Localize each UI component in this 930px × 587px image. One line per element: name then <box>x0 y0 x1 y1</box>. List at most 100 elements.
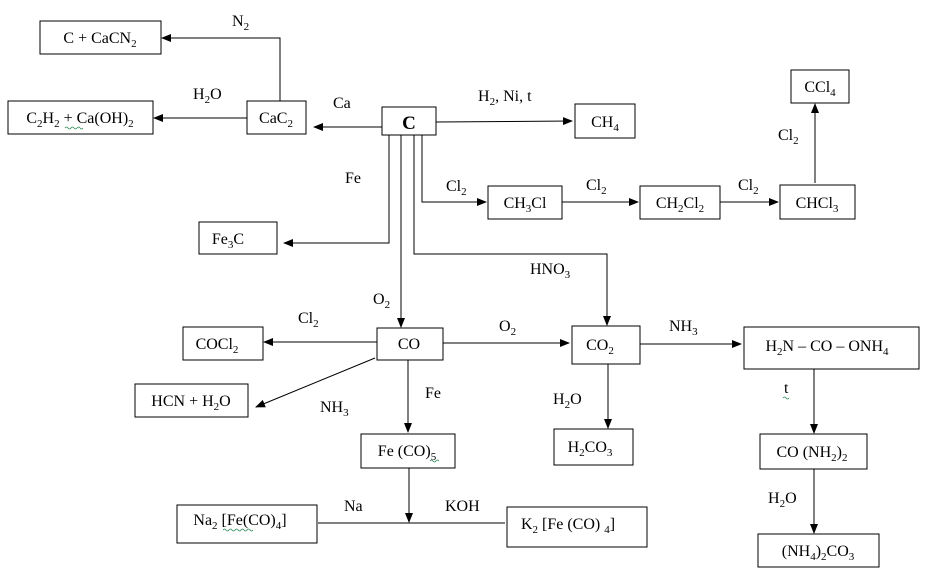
formula-subscript: 2 <box>793 135 799 147</box>
formula-subscript: 2 <box>212 520 218 532</box>
formula-text: H <box>43 110 55 127</box>
node-cocl2-box <box>182 326 264 361</box>
formula-text: K <box>521 516 533 533</box>
formula-text: N <box>232 13 244 30</box>
formula-subscript: 2 <box>608 345 614 357</box>
formula-subscript: 2 <box>678 203 684 215</box>
formula-subscript: 2 <box>753 185 759 197</box>
node-chcl3: CHCl3 <box>796 195 839 215</box>
formula-subscript: 3 <box>343 407 349 419</box>
arrow-to-fe3c <box>283 135 390 247</box>
formula-subscript: 4 <box>810 551 816 563</box>
formula-text: O <box>785 490 797 507</box>
formula-text: CaC <box>259 110 287 127</box>
label-n2: N2 <box>232 13 249 33</box>
label-hno3: HNO3 <box>530 261 571 281</box>
node-ch2cl2-box <box>639 185 721 220</box>
formula-subscript: 2 <box>780 498 786 510</box>
formula-text: KOH <box>445 498 480 515</box>
formula-text: (NH <box>782 543 811 560</box>
spellcheck-underlines <box>64 126 790 532</box>
formula-text: Fe <box>345 170 361 187</box>
arrow-to-hcn <box>255 357 376 408</box>
formula-text: HNO <box>530 261 565 278</box>
formula-subscript: 2 <box>37 118 43 130</box>
formula-text: O <box>499 318 511 335</box>
formula-text: O <box>570 391 582 408</box>
node-urea-box <box>759 433 868 470</box>
node-cac2-box <box>246 100 307 135</box>
formula-text: ] <box>281 512 286 529</box>
formula-subscript: 2 <box>205 94 211 106</box>
formula-text: CH <box>656 195 679 212</box>
label-cl2-a: Cl2 <box>446 178 467 198</box>
node-h2co3: H2CO3 <box>568 439 613 459</box>
formula-text: Cl <box>446 178 462 195</box>
formula-text: C <box>26 110 37 127</box>
formula-text: CO <box>585 439 607 456</box>
squiggle-t <box>782 396 790 400</box>
label-h2-ni-t: H2, Ni, t <box>478 88 532 108</box>
formula-text: Na <box>193 512 212 529</box>
formula-text: C + CaCN <box>63 30 131 47</box>
formula-subscript: 2 <box>601 185 607 197</box>
formula-text: Cl <box>738 177 754 194</box>
label-nh3-right: NH3 <box>669 318 698 338</box>
node-co: CO <box>398 336 420 353</box>
formula-text: COCl <box>196 336 234 353</box>
label-cl2-cocl2: Cl2 <box>298 310 319 330</box>
formula-subscript: 2 <box>699 203 705 215</box>
label-cl2-c: Cl2 <box>738 177 759 197</box>
label-fe-mid: Fe <box>425 385 441 402</box>
formula-text: CH <box>504 195 527 212</box>
node-c-box <box>381 106 437 136</box>
arrow-to-c-cacn2 <box>161 34 281 105</box>
label-ca: Ca <box>333 95 351 112</box>
formula-subscript: 4 <box>276 520 282 532</box>
node-fe-co5-box <box>360 433 456 469</box>
node-chcl3-box <box>779 184 856 220</box>
node-na2-fe-co4: Na2 [Fe(CO)4] <box>193 512 286 532</box>
formula-subscript: 2 <box>54 118 60 130</box>
label-cl2-b: Cl2 <box>586 177 607 197</box>
formula-text: CO <box>398 336 420 353</box>
formula-subscript: 2 <box>533 524 539 536</box>
node-ch3cl-box <box>487 185 563 220</box>
arrow-to-ch3cl <box>421 135 487 206</box>
formula-text: CO <box>586 337 608 354</box>
formula-text: H <box>568 439 580 456</box>
node-texts: C + CaCN2 C2H2 + Ca(OH)2 CaC2 C CH4 CCl4… <box>26 30 889 563</box>
label-koh: KOH <box>445 498 480 515</box>
formula-subscript: 2 <box>131 38 137 50</box>
node-co-box <box>376 327 444 361</box>
node-k2-fe-co4-box <box>506 506 648 548</box>
formula-text: Cl <box>586 177 602 194</box>
formula-text: H <box>765 338 777 355</box>
formula-text: + Ca(OH) <box>60 110 129 127</box>
formula-subscript: 2 <box>128 118 134 130</box>
formula-text: C <box>402 113 416 134</box>
formula-subscript: 3 <box>526 203 532 215</box>
node-na2-fe-co4-box <box>176 504 318 544</box>
formula-text: t <box>784 380 789 397</box>
formula-text: O <box>373 291 385 308</box>
node-ccl4-box <box>790 69 850 104</box>
node-h2co3-box <box>553 428 634 466</box>
node-carbamate: H2N – CO – ONH4 <box>765 338 889 358</box>
label-t: t <box>784 380 789 397</box>
arrow-to-co2-hno3 <box>413 135 611 326</box>
formula-subscript: 2 <box>831 452 837 464</box>
formula-subscript: 2 <box>565 399 571 411</box>
squiggle-na2 <box>222 528 254 532</box>
formula-text: HCN + H <box>151 393 214 410</box>
label-na: Na <box>344 498 363 515</box>
label-fe-top: Fe <box>345 170 361 187</box>
node-fe-co5: Fe (CO)5 <box>378 443 437 463</box>
node-c-cacn2-box <box>39 20 162 55</box>
formula-text: N – CO – ONH <box>783 338 884 355</box>
formula-text: [Fe(CO) <box>218 512 276 529</box>
node-ch3cl: CH3Cl <box>504 195 547 215</box>
formula-text: CO (NH <box>777 444 832 461</box>
squiggle-c2h2 <box>64 126 84 130</box>
formula-subscript: 4 <box>613 122 619 134</box>
